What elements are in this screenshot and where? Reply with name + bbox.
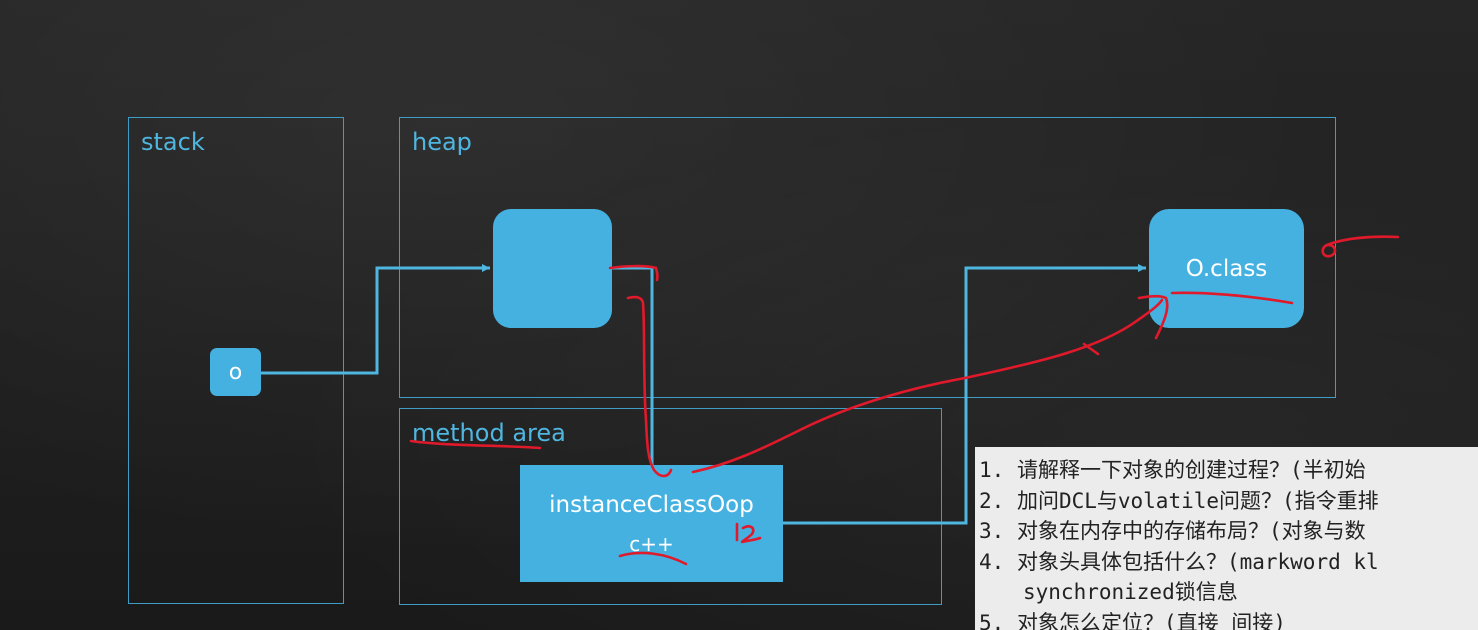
- question-line-3: 3. 对象在内存中的存储布局？(对象与数: [979, 516, 1478, 547]
- question-text: 请解释一下对象的创建过程？(半初始: [1016, 458, 1366, 482]
- cpp-note: c++: [629, 531, 674, 556]
- question-line-4-continued: synchronized锁信息: [979, 577, 1478, 608]
- question-text: synchronized锁信息: [1023, 580, 1238, 604]
- question-number: 1.: [979, 458, 1005, 482]
- question-number: 5.: [979, 610, 1005, 630]
- question-number: 2.: [979, 488, 1005, 513]
- question-text: 加问DCL与volatile问题？(指令重排: [1016, 488, 1379, 513]
- question-line-5: 5. 对象怎么定位？(直接 间接): [979, 608, 1478, 630]
- class-object-label: O.class: [1185, 255, 1268, 282]
- class-object-block: O.class: [1149, 209, 1304, 328]
- question-text: 对象怎么定位？(直接 间接): [1016, 610, 1286, 630]
- question-number: 4.: [979, 549, 1005, 574]
- method-area-region-label: method area: [412, 419, 566, 447]
- stack-reference-o: o: [210, 348, 261, 396]
- question-text: 对象在内存中的存储布局？(对象与数: [1016, 519, 1366, 543]
- question-text: 对象头具体包括什么？(markword kl: [1016, 549, 1379, 574]
- instance-class-oop-block: instanceClassOop c++: [520, 465, 783, 582]
- stack-reference-label: o: [228, 359, 243, 385]
- instance-class-oop-label: instanceClassOop: [549, 491, 754, 518]
- question-line-4: 4. 对象头具体包括什么？(markword kl: [979, 547, 1478, 578]
- question-line-1: 1. 请解释一下对象的创建过程？(半初始: [979, 455, 1478, 486]
- interview-questions-panel: 1. 请解释一下对象的创建过程？(半初始 2. 加问DCL与volatile问题…: [975, 447, 1478, 630]
- question-number: 3.: [979, 519, 1005, 543]
- heap-region-label: heap: [412, 128, 472, 156]
- question-line-2: 2. 加问DCL与volatile问题？(指令重排: [979, 486, 1478, 517]
- stack-region-label: stack: [141, 128, 205, 156]
- heap-object-block: [493, 209, 612, 328]
